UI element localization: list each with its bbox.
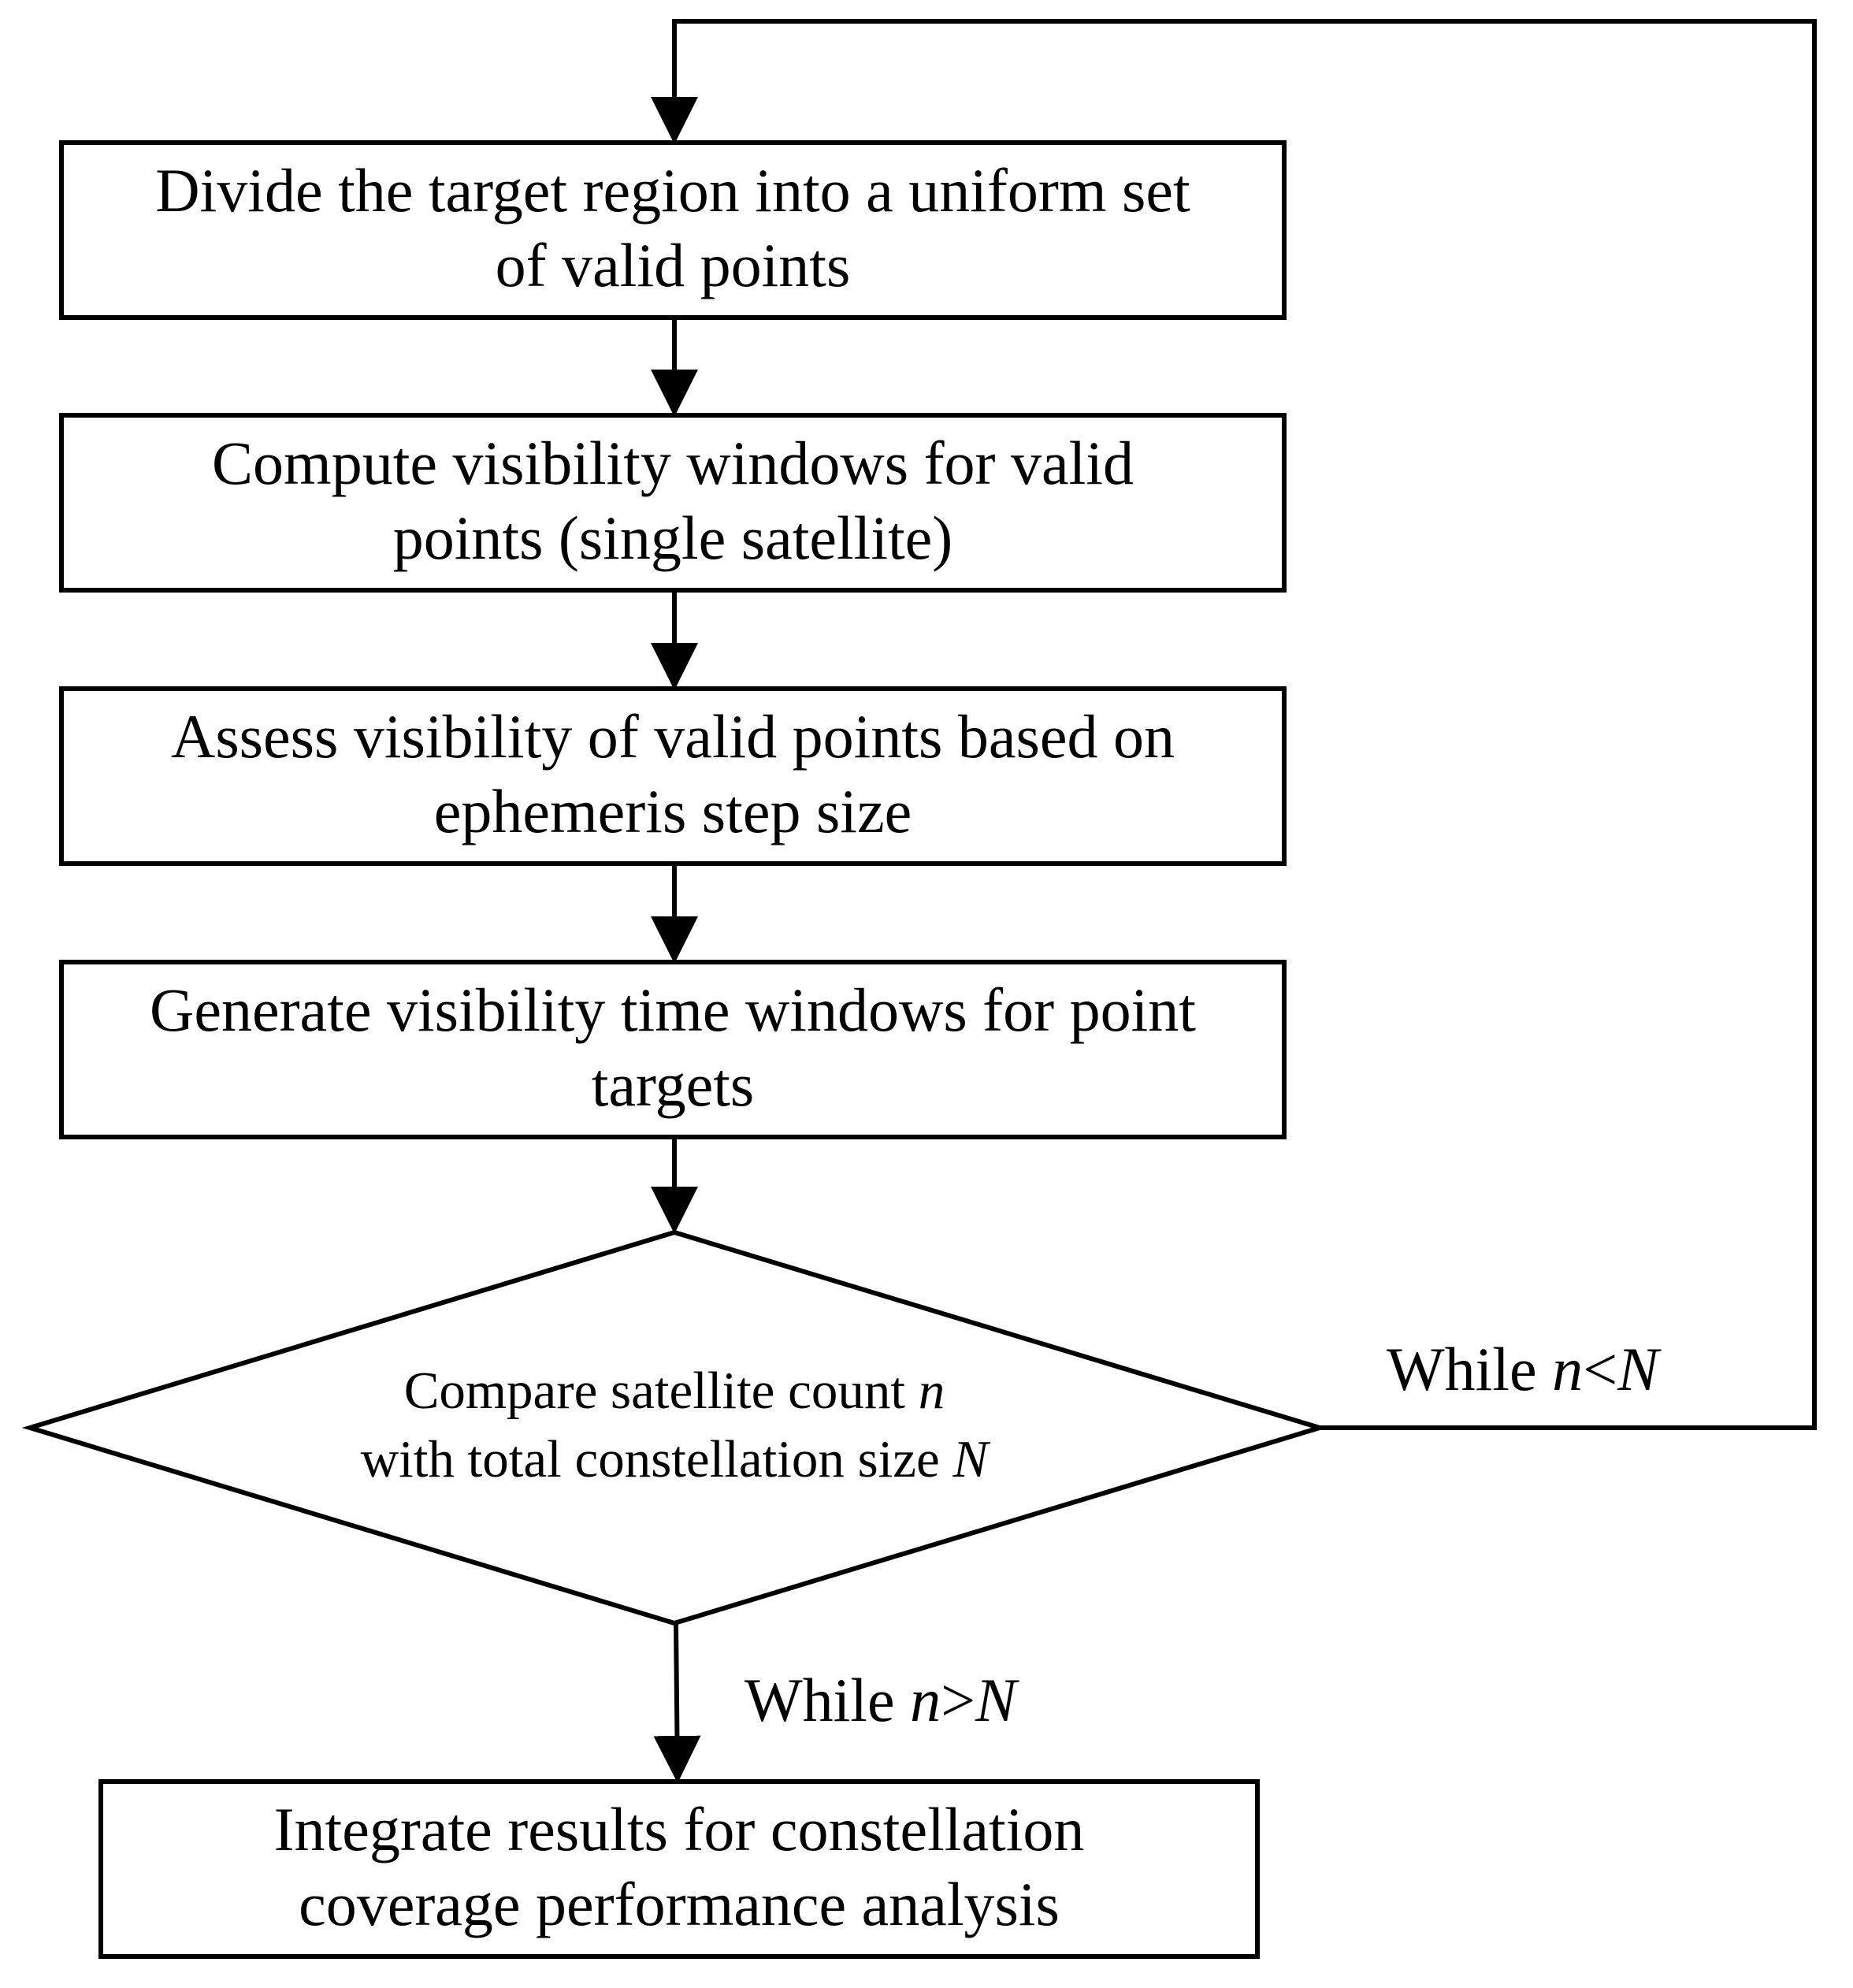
decision-label: Compare satellite count n with total con… [360,1362,989,1489]
arrow-decision-to-final [653,1622,701,1783]
loop-back-arrow [651,19,1817,1430]
step4-box [59,960,1287,1139]
decision-diamond [21,1229,1328,1626]
step2-box [59,413,1287,593]
step3-label: Assess visibility of valid points based … [171,702,1175,846]
final-box [98,1779,1260,1959]
step1-label: Divide the target region into a uniform … [155,156,1190,300]
step2-label: Compute visibility windows for valid poi… [212,429,1134,573]
step4-label: Generate visibility time windows for poi… [150,975,1196,1120]
final-label: Integrate results for constellation cove… [273,1795,1085,1939]
exit-condition-label: While n>N [745,1666,1017,1734]
loop-condition-label: While n<N [1387,1335,1659,1403]
step1-box [59,140,1287,320]
